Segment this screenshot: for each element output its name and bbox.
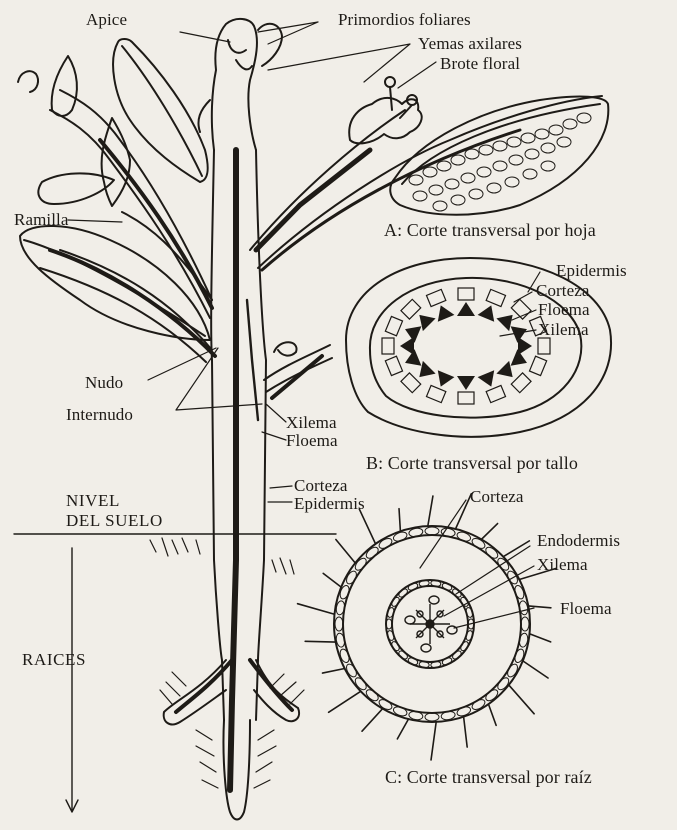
endodermis-cell xyxy=(441,582,453,592)
leaf-section-a xyxy=(390,97,608,215)
epidermal-cell xyxy=(335,617,343,631)
epidermal-cell xyxy=(470,698,486,712)
label-nudo: Nudo xyxy=(85,374,123,392)
root-hair xyxy=(359,509,375,544)
root-hair xyxy=(298,604,335,615)
caption-a: A: Corte transversal por hoja xyxy=(384,221,596,239)
label-yemas-axilares: Yemas axilares xyxy=(418,35,522,53)
root-hair xyxy=(481,524,497,540)
label-xilema-tallo: Xilema xyxy=(286,414,337,432)
root-hair xyxy=(323,573,341,587)
label-raiz-floema: Floema xyxy=(560,600,612,618)
phloem-cell xyxy=(486,385,505,402)
root-hair xyxy=(399,509,400,532)
xylem-wedge xyxy=(518,337,532,355)
root-hair xyxy=(523,661,548,678)
root-hair xyxy=(336,539,355,563)
root-hair xyxy=(397,719,408,739)
endodermis-cell xyxy=(459,596,469,608)
leader-lines xyxy=(68,22,540,628)
stem-vascular-bundles xyxy=(382,288,550,404)
endodermis-cell xyxy=(390,640,400,652)
endodermis-cell xyxy=(451,649,462,660)
phloem-cell xyxy=(486,289,505,306)
phloem-cell xyxy=(426,385,445,402)
xylem-wedge xyxy=(457,302,475,316)
phloem-cell xyxy=(511,373,531,393)
root-hair xyxy=(464,717,468,747)
endodermis-cell xyxy=(459,640,469,652)
label-nivel: NIVEL xyxy=(66,492,120,510)
label-tallo-corteza: Corteza xyxy=(536,282,590,300)
label-primordios-foliares: Primordios foliares xyxy=(338,11,471,29)
epidermal-cell xyxy=(377,536,393,550)
label-floema-tallo: Floema xyxy=(286,432,338,450)
caption-c: C: Corte transversal por raíz xyxy=(385,768,592,786)
phloem-cell xyxy=(538,338,550,354)
epidermal-cell xyxy=(338,648,350,664)
epidermal-cell xyxy=(377,698,393,712)
epidermal-cell xyxy=(456,705,472,717)
label-brote-floral: Brote floral xyxy=(440,55,520,73)
phloem-cell xyxy=(385,316,402,335)
root-hair xyxy=(488,704,496,725)
phloem-cell xyxy=(458,288,474,300)
root-stele xyxy=(405,596,457,652)
soil-line xyxy=(14,534,336,574)
xylem-wedge xyxy=(400,337,414,355)
label-tallo-epidermis: Epidermis xyxy=(556,262,627,280)
xylem-wedge xyxy=(457,376,475,390)
phloem-cell xyxy=(426,289,445,306)
label-apice: Apice xyxy=(86,11,127,29)
caption-b: B: Corte transversal por tallo xyxy=(366,454,578,472)
epidermal-cell xyxy=(344,662,358,678)
epidermal-cell xyxy=(513,584,525,600)
label-raiz-corteza: Corteza xyxy=(470,488,524,506)
label-tallo-floema: Floema xyxy=(538,301,590,319)
root-hair xyxy=(322,668,344,673)
label-internudo: Internudo xyxy=(66,406,133,424)
epidermal-cell xyxy=(344,569,358,585)
phloem-cell xyxy=(382,338,394,354)
epidermal-cell xyxy=(506,662,520,678)
root-hair xyxy=(305,641,336,642)
root-hair xyxy=(428,496,433,526)
label-tallo-xilema: Xilema xyxy=(538,321,589,339)
epidermal-cell xyxy=(425,527,439,535)
label-raiz-xilema: Xilema xyxy=(537,556,588,574)
phloem-cell xyxy=(529,356,546,375)
phloem-cell xyxy=(401,373,421,393)
endodermis-cell xyxy=(397,649,408,660)
epidermal-cell xyxy=(392,530,408,542)
epidermal-cell xyxy=(470,536,486,550)
endodermis-cell xyxy=(390,596,400,608)
label-raices: RAICES xyxy=(22,651,86,669)
upper-left-leaf xyxy=(113,39,208,182)
label-del-suelo: DEL SUELO xyxy=(66,512,163,530)
label-raiz-endodermis: Endodermis xyxy=(537,532,620,550)
endodermis-cell xyxy=(407,582,419,592)
epidermal-cell xyxy=(456,530,472,542)
root-hair xyxy=(530,634,551,642)
epidermal-cell xyxy=(521,617,529,631)
label-ramilla: Ramilla xyxy=(14,211,69,229)
label-epidermis-tallo: Epidermis xyxy=(294,495,365,513)
epidermal-cell xyxy=(425,713,439,721)
right-branch-lower xyxy=(264,342,332,398)
phloem-cell xyxy=(458,392,474,404)
phloem-cell xyxy=(401,299,421,319)
root-hair xyxy=(528,606,551,608)
endodermis-cell xyxy=(407,656,419,666)
root-hair xyxy=(431,722,436,760)
epidermal-cell xyxy=(392,705,408,717)
endodermis-cell xyxy=(441,656,453,666)
root-hair xyxy=(509,685,534,714)
root-hair xyxy=(329,691,361,712)
label-corteza-tallo: Corteza xyxy=(294,477,348,495)
right-branch-upper xyxy=(250,77,602,270)
endodermis-cell xyxy=(397,587,408,598)
phloem-cell xyxy=(385,356,402,375)
root-hair xyxy=(362,709,383,732)
